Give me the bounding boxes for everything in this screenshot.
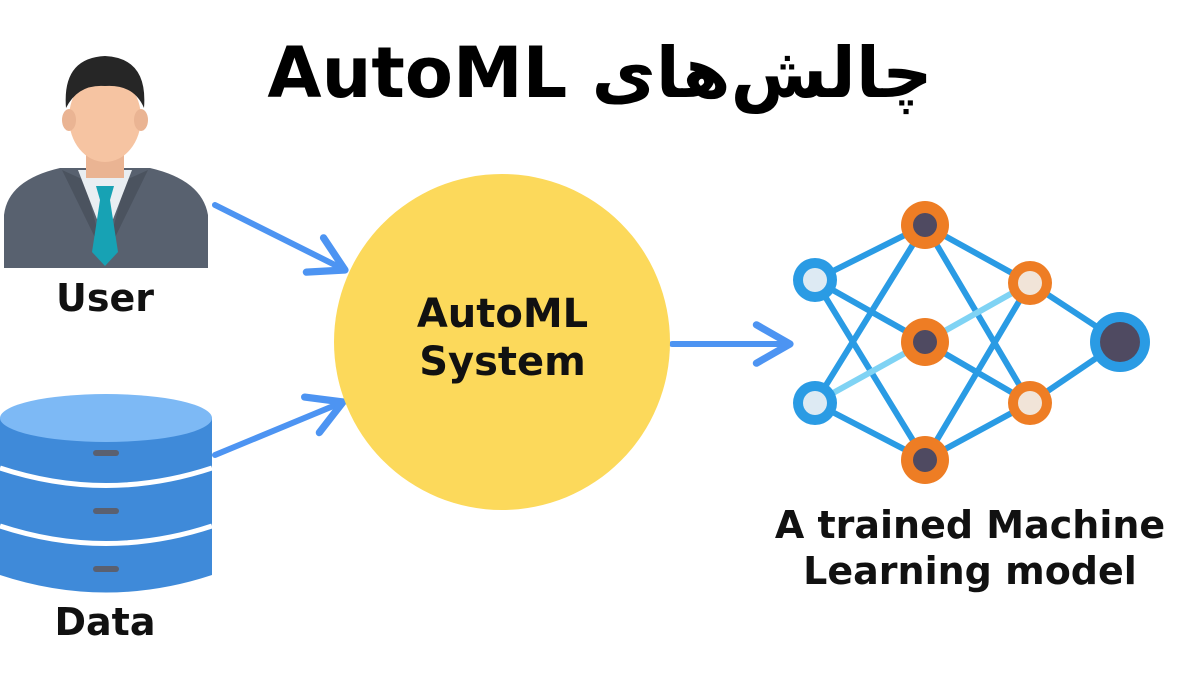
- automl-system-circle: [334, 174, 670, 510]
- page-title: چالش‌های AutoML: [267, 32, 933, 114]
- automl-system-label-line1: AutoML: [416, 291, 589, 337]
- arrow-icon: [212, 393, 347, 458]
- arrow-icon: [212, 202, 349, 276]
- neural-network-icon: [793, 201, 1150, 484]
- model-label-line2: Learning model: [803, 548, 1137, 593]
- data-label: Data: [54, 600, 156, 644]
- automl-system-label: AutoML System: [335, 290, 670, 386]
- user-avatar-icon: [4, 56, 208, 268]
- model-label: A trained Machine Learning model: [760, 503, 1180, 594]
- user-label: User: [56, 276, 154, 320]
- database-icon: [0, 394, 213, 593]
- model-label-line1: A trained Machine: [774, 503, 1166, 547]
- automl-system-label-line2: System: [419, 339, 586, 385]
